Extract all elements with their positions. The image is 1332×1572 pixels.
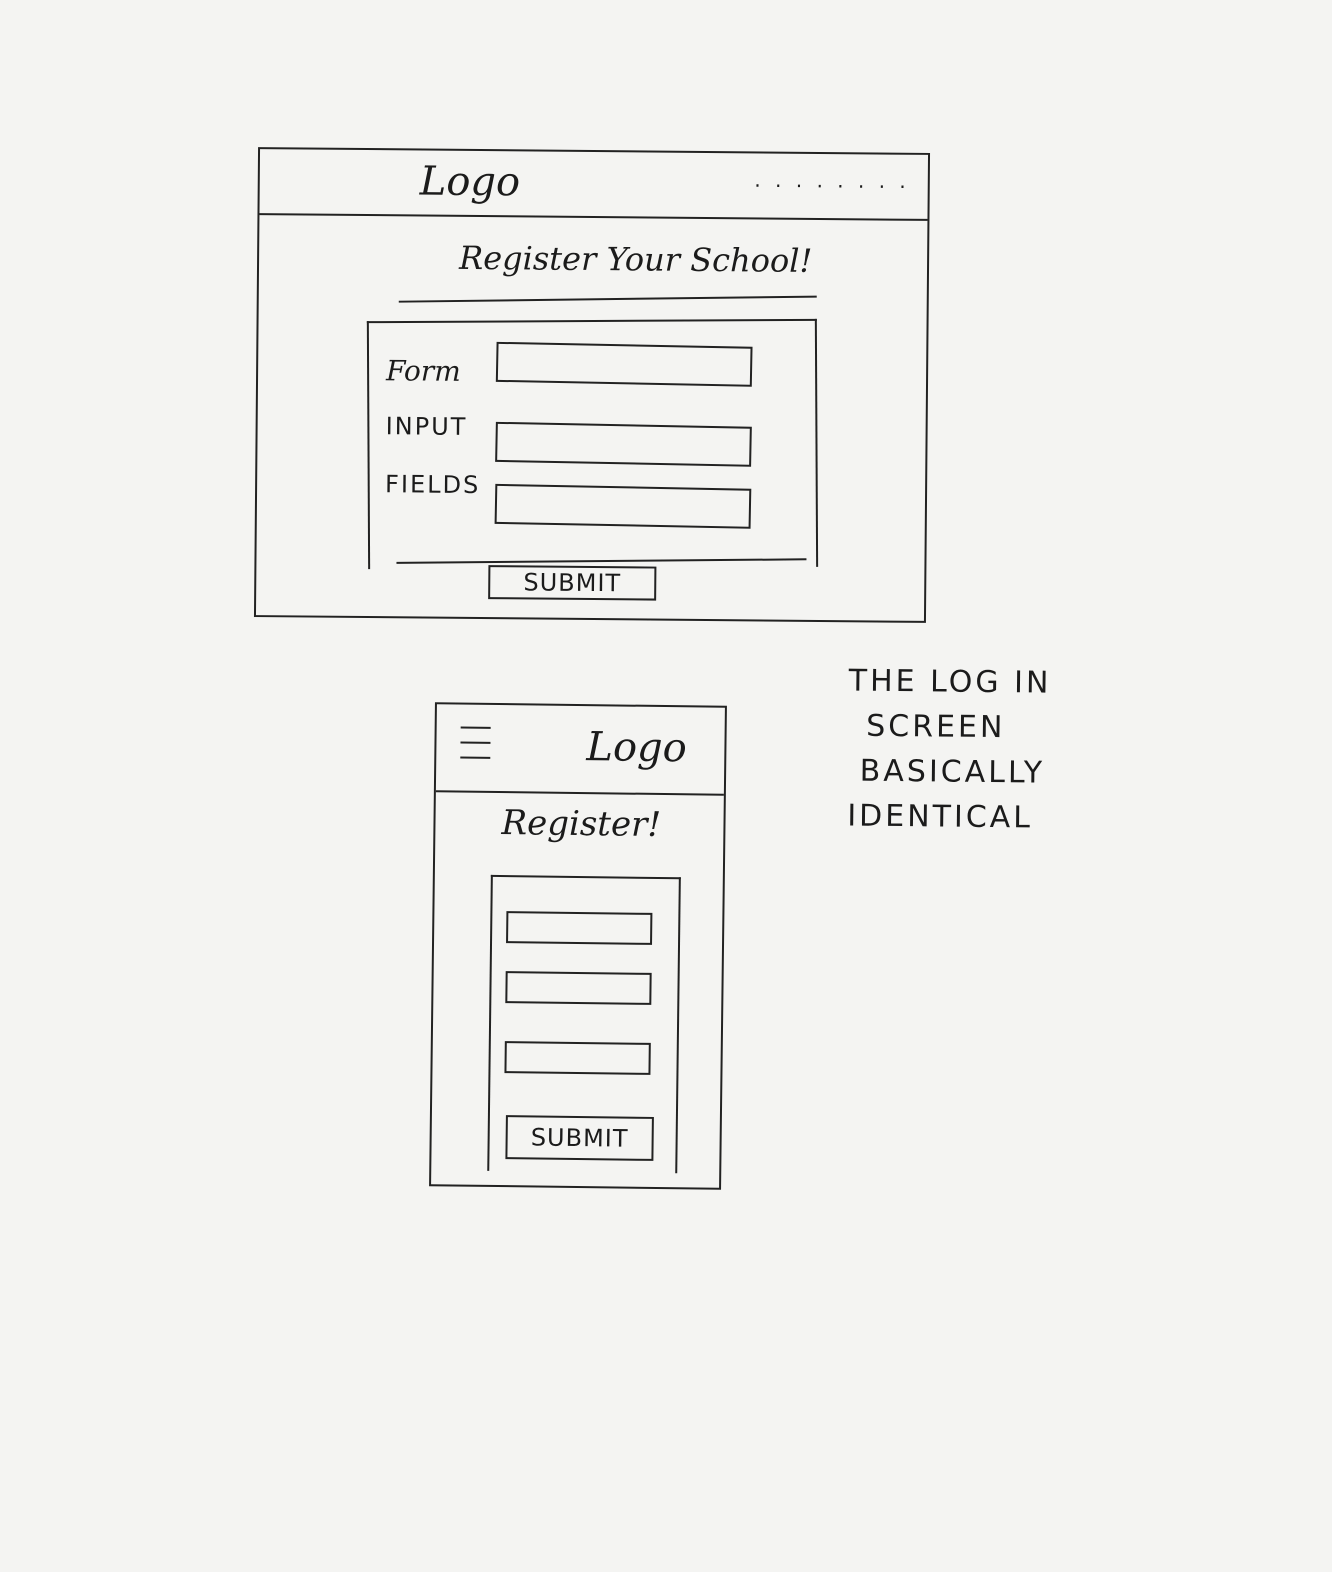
desktop-form-label-1: Form <box>385 354 461 388</box>
annotation-line: THE LOG IN <box>848 663 1052 701</box>
desktop-form-label-2: INPUT <box>385 412 468 441</box>
desktop-input-field-2[interactable] <box>495 421 752 467</box>
desktop-form-label-3: FIELDS <box>385 470 481 500</box>
hamburger-menu-icon[interactable] <box>460 726 491 772</box>
annotation-line: BASICALLY <box>859 753 1046 791</box>
annotation-note: THE LOG IN SCREEN BASICALLY IDENTICAL <box>847 659 1129 842</box>
desktop-input-field-1[interactable] <box>495 341 753 387</box>
mobile-submit-button[interactable]: SUBMIT <box>505 1115 654 1161</box>
annotation-line: SCREEN <box>866 708 1006 746</box>
mobile-input-field-2[interactable] <box>505 971 652 1005</box>
mobile-logo: Logo <box>586 724 688 772</box>
mobile-header: Logo <box>435 704 725 796</box>
mobile-input-field-1[interactable] <box>506 911 653 945</box>
desktop-submit-button[interactable]: SUBMIT <box>488 565 657 601</box>
desktop-input-field-3[interactable] <box>494 483 752 529</box>
mobile-wireframe: Logo Register! SUBMIT <box>429 702 727 1190</box>
mobile-input-field-3[interactable] <box>504 1041 651 1075</box>
desktop-header: Logo · · · · · · · · <box>259 149 929 221</box>
mobile-page-title: Register! <box>501 803 662 846</box>
desktop-wireframe: Logo · · · · · · · · Register Your Schoo… <box>253 147 931 623</box>
desktop-nav-placeholder: · · · · · · · · <box>754 173 910 199</box>
desktop-page-title: Register Your School! <box>458 238 813 280</box>
desktop-logo: Logo <box>419 158 521 206</box>
desktop-title-divider <box>398 295 817 303</box>
annotation-line: IDENTICAL <box>847 798 1034 836</box>
